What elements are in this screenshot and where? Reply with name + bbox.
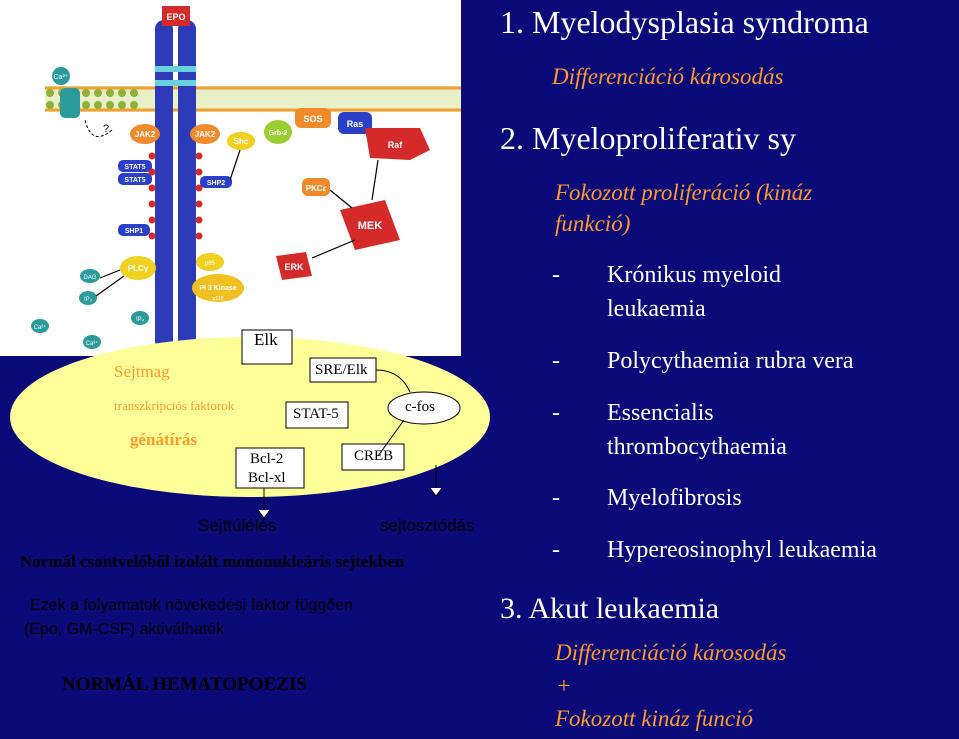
heading-3-sub2: Fokozott kináz funció <box>555 706 754 731</box>
shp2-label: SHP2 <box>207 180 225 187</box>
mek-label: MEK <box>358 220 383 232</box>
item-dash: - <box>552 485 560 511</box>
note-line-2: (Epo, GM-CSF) aktiválhatók <box>24 621 225 638</box>
bcl-box <box>235 447 305 489</box>
transzkripcios-label: transzkripciós faktorok <box>114 398 235 413</box>
ras-label: Ras <box>347 119 364 129</box>
pi3k-label: PI 3 Kinase <box>199 285 236 292</box>
item-cml-line1: Krónikus myeloid <box>607 262 781 288</box>
creb-box <box>341 443 405 471</box>
heading-2: 2. Myeloproliferativ sy <box>500 120 796 156</box>
item-dash: - <box>552 348 560 374</box>
elk-label: Elk <box>254 330 278 349</box>
raf-label: Raf <box>388 140 404 150</box>
ip3-label: IP₃ <box>84 297 93 303</box>
ras-pathway: Shc Grb-2 SOS Ras Raf <box>227 108 430 160</box>
second-messengers: DAG IP₃ IP₄ Ca²⁺ Ca²⁺ <box>31 269 149 349</box>
plc-pi3k: PLCγ p85 PI 3 Kinase p110 <box>120 253 244 302</box>
left-title: NORMÁL HEMATOPOEZIS <box>62 674 307 695</box>
jak2-right-label: JAK2 <box>195 130 216 139</box>
cell-membrane <box>45 86 461 112</box>
sre-to-cfos-arrow <box>375 369 411 393</box>
pathway-diagram: EPO Ca²⁺ ? JAK2 JAK2 Shc Grb-2 SOS Ras <box>0 0 461 356</box>
pathway-svg: EPO Ca²⁺ ? JAK2 JAK2 Shc Grb-2 SOS Ras <box>31 6 461 350</box>
sejtmag-label: Sejtmag <box>114 362 170 381</box>
dag-label: DAG <box>83 275 96 281</box>
question-mark: ? <box>103 123 109 135</box>
p85-label: p85 <box>205 261 216 267</box>
pathway-arrows <box>95 149 379 297</box>
p110-label: p110 <box>213 296 224 302</box>
genatiras-label: génátírás <box>130 430 198 449</box>
note-line-1: Ezek a folyamatok növekedési faktor függ… <box>30 597 353 614</box>
heading-3-plus: + <box>556 673 572 698</box>
sejtosztodas-label: sejtosztódás <box>380 516 475 535</box>
shc-label: Shc <box>234 137 249 146</box>
item-cml-line2: leukaemia <box>607 296 706 322</box>
ca-b-label: Ca²⁺ <box>34 324 47 331</box>
item-et-line1: Essencialis <box>607 400 714 426</box>
sejttuleles-label: Sejttúlélés <box>198 516 277 535</box>
item-hes: Hypereosinophyl leukaemia <box>607 537 877 563</box>
creb-to-cfos-arrow <box>377 419 405 457</box>
stat5-label: STAT-5 <box>293 406 339 422</box>
elk-box <box>241 329 293 365</box>
creb-label: CREB <box>354 448 394 464</box>
stat-proteins: STAT5 STAT5 SHP2 SHP1 <box>118 160 232 236</box>
epo-receptor <box>155 20 196 350</box>
nucleus-diagram <box>10 329 490 519</box>
bclxl-label: Bcl-xl <box>248 470 286 486</box>
bcl2-label: Bcl-2 <box>250 451 284 467</box>
ip4-label: IP₄ <box>136 317 145 323</box>
item-dash: - <box>552 537 560 563</box>
sos-label: SOS <box>303 114 322 124</box>
heading-2-sub-line2: funkció) <box>555 211 631 236</box>
erk-label: ERK <box>284 262 304 272</box>
heading-1-sub: Differenciáció károsodás <box>552 64 784 89</box>
cfos-ellipse <box>387 391 461 425</box>
ca-label-top: Ca²⁺ <box>54 74 69 81</box>
heading-3-sub1: Differenciáció károsodás <box>555 640 787 665</box>
shp1-label: SHP1 <box>125 228 143 235</box>
heading-1: 1. Myelodysplasia syndroma <box>500 4 869 40</box>
stat5-b-label: STAT5 <box>124 177 145 184</box>
epo-ligand: EPO <box>162 6 190 26</box>
ca-c-label: Ca²⁺ <box>86 340 99 347</box>
jak2-left-label: JAK2 <box>135 130 156 139</box>
ca-channel: Ca²⁺ <box>52 67 80 118</box>
stat5-a-label: STAT5 <box>124 164 145 171</box>
item-dash: - <box>552 400 560 426</box>
sre-elk-label: SRE/Elk <box>315 362 368 378</box>
cfos-label: c-fos <box>405 399 435 415</box>
item-et-line2: thrombocythaemia <box>607 434 787 460</box>
item-pv: Polycythaemia rubra vera <box>607 348 854 374</box>
heading-2-sub-line1: Fokozott proliferáció (kináz <box>555 180 813 205</box>
pkc-label: PKCε <box>306 184 327 193</box>
jak2-kinases: JAK2 JAK2 <box>130 124 220 144</box>
phospho-sites <box>148 152 203 240</box>
epo-label: EPO <box>166 12 185 22</box>
item-mf: Myelofibrosis <box>607 485 742 511</box>
item-dash: - <box>552 262 560 288</box>
grb2-label: Grb-2 <box>269 130 288 137</box>
caption: Normál csontvelőből izolált mononukleári… <box>20 552 405 571</box>
plc-label: PLCγ <box>128 264 149 273</box>
heading-3: 3. Akut leukaemia <box>500 592 720 625</box>
mapk-cascade: PKCε MEK ERK <box>276 178 400 280</box>
stat5-box <box>285 401 349 429</box>
